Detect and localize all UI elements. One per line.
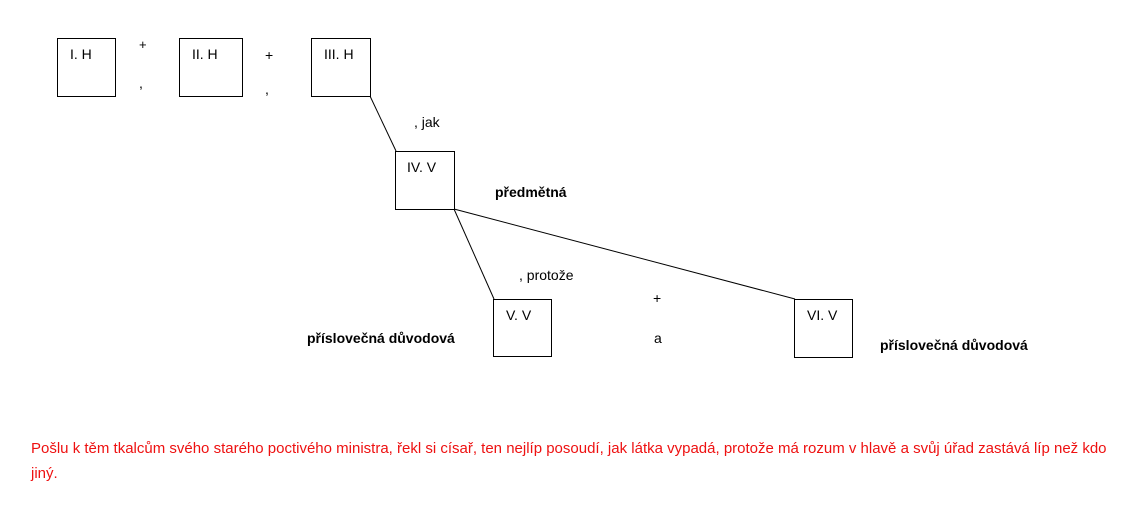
connector-iv-to-v bbox=[453, 208, 495, 300]
conjunction-jak: , jak bbox=[414, 114, 440, 130]
clause-box-iii: III. H bbox=[311, 38, 371, 97]
source-sentence: Pošlu k těm tkalcům svého starého poctiv… bbox=[31, 440, 1107, 482]
conjunction-protoze: , protože bbox=[519, 267, 574, 283]
separator-comma-2: , bbox=[265, 81, 269, 97]
clause-label-iv: IV. V bbox=[407, 159, 437, 175]
connector-iv-to-vi bbox=[453, 208, 796, 300]
clause-box-i: I. H bbox=[57, 38, 116, 97]
connector-iii-to-iv bbox=[369, 95, 397, 152]
separator-plus-3: + bbox=[653, 290, 662, 306]
separator-comma-1: , bbox=[139, 75, 143, 91]
clause-label-i: I. H bbox=[70, 46, 92, 62]
separator-plus-2: + bbox=[265, 47, 274, 63]
clause-type-vi: příslovečná důvodová bbox=[880, 337, 1028, 353]
clause-type-v: příslovečná důvodová bbox=[307, 330, 455, 346]
clause-label-vi: VI. V bbox=[807, 307, 838, 323]
clause-box-iv: IV. V bbox=[395, 151, 455, 210]
separator-conj-a: a bbox=[654, 330, 662, 346]
clause-type-iv: předmětná bbox=[495, 184, 567, 200]
clause-box-vi: VI. V bbox=[794, 299, 853, 358]
separator-plus-1: + bbox=[139, 37, 147, 52]
clause-box-v: V. V bbox=[493, 299, 552, 357]
clause-label-v: V. V bbox=[506, 307, 532, 323]
clause-box-ii: II. H bbox=[179, 38, 243, 97]
clause-label-iii: III. H bbox=[324, 46, 354, 62]
clause-label-ii: II. H bbox=[192, 46, 218, 62]
